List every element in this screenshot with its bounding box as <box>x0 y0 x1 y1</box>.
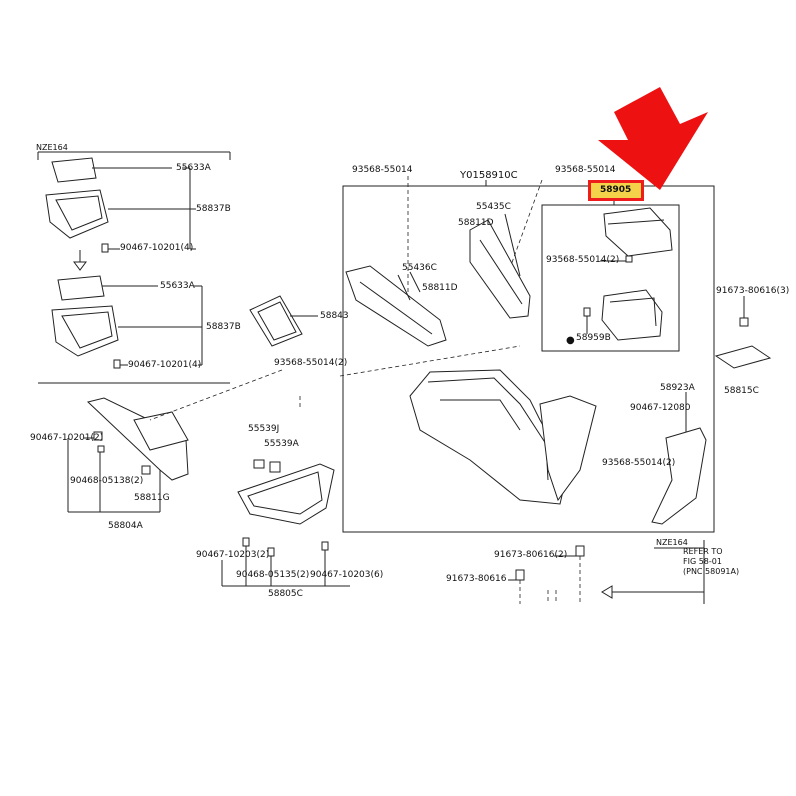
part-label-90468-05135: 90468-05135(2) <box>236 570 310 580</box>
part-label-91673-80616: 91673-80616 <box>446 574 507 584</box>
refer-arrow-icon <box>601 540 705 604</box>
model-code-label: NZE164 <box>36 143 68 152</box>
mat-58815c-part <box>714 296 772 369</box>
part-label-58843: 58843 <box>320 311 349 321</box>
part-label-58811g: 58811G <box>134 493 170 503</box>
part-label-93568-55014-inner: 93568-55014(2) <box>546 255 620 265</box>
bottom-screws <box>508 545 585 604</box>
highlighted-part-number: 58905 <box>600 185 632 195</box>
bezel-58843-part <box>249 295 318 347</box>
part-label-90468-05138: 90468-05138(2) <box>70 476 144 486</box>
part-label-58837b-2: 58837B <box>206 322 241 332</box>
refer-to-label: REFER TO <box>683 547 723 556</box>
part-label-91673-80616-2: 91673-80616(2) <box>494 550 568 560</box>
part-label-58815c: 58815C <box>724 386 759 396</box>
tray-58805c-part <box>221 459 350 587</box>
part-label-58959b: 58959B <box>576 333 611 343</box>
side-cover-58923a-part <box>651 392 707 525</box>
part-label-58923a: 58923A <box>660 383 695 393</box>
part-label-90467-10203-2: 90467-10203(2) <box>196 550 270 560</box>
part-label-93568-55014-left: 93568-55014(2) <box>274 358 348 368</box>
bullet-dot: ● <box>566 335 575 346</box>
part-label-90467-10203-6: 90467-10203(6) <box>310 570 384 580</box>
side-panel-55436c-part <box>345 265 447 347</box>
part-label-y0158910c: Y0158910C <box>460 170 518 181</box>
part-label-93568-55014-right: 93568-55014(2) <box>602 458 676 468</box>
part-label-55633a: 55633A <box>176 163 211 173</box>
part-label-55539a: 55539A <box>264 439 299 449</box>
transition-arrow-icon <box>73 250 87 271</box>
shift-bezel-upper-part <box>45 157 196 253</box>
console-body-part <box>409 369 597 505</box>
part-label-90467-12080: 90467-12080 <box>630 403 691 413</box>
part-label-58805c: 58805C <box>268 589 303 599</box>
panel-58804a-part <box>67 397 189 513</box>
model-code-label-right: NZE164 <box>656 538 688 547</box>
shift-bezel-lower-part <box>51 275 203 369</box>
red-pointer-arrow-icon <box>598 87 708 190</box>
part-label-58837b: 58837B <box>196 204 231 214</box>
part-label-55436c: 55436C <box>402 263 437 273</box>
armrest-subassembly-frame <box>541 200 680 352</box>
side-panel-55435c-part <box>469 213 531 319</box>
part-label-55633a-2: 55633A <box>160 281 195 291</box>
left-group-bracket <box>37 151 231 384</box>
part-label-58804a: 58804A <box>108 521 143 531</box>
refer-fig-label: FIG 58-01 <box>683 557 722 566</box>
part-label-55539j: 55539J <box>248 424 280 434</box>
part-label-91673-80616-3: 91673-80616(3) <box>716 286 790 296</box>
part-label-93568-55014-top-left: 93568-55014 <box>352 165 413 175</box>
refer-pnc-label: (PNC 58091A) <box>683 567 740 576</box>
part-label-93568-55014-top-right: 93568-55014 <box>555 165 616 175</box>
part-label-90467-10201-b: 90467-10201(2) <box>30 433 104 443</box>
part-label-55435c: 55435C <box>476 202 511 212</box>
part-label-58811d-2: 58811D <box>458 218 494 228</box>
part-label-90467-10201: 90467-10201(4) <box>120 243 194 253</box>
part-label-58811d: 58811D <box>422 283 458 293</box>
main-console-frame <box>342 180 715 533</box>
part-label-90467-10201-2: 90467-10201(4) <box>128 360 202 370</box>
highlight-box <box>588 180 644 201</box>
